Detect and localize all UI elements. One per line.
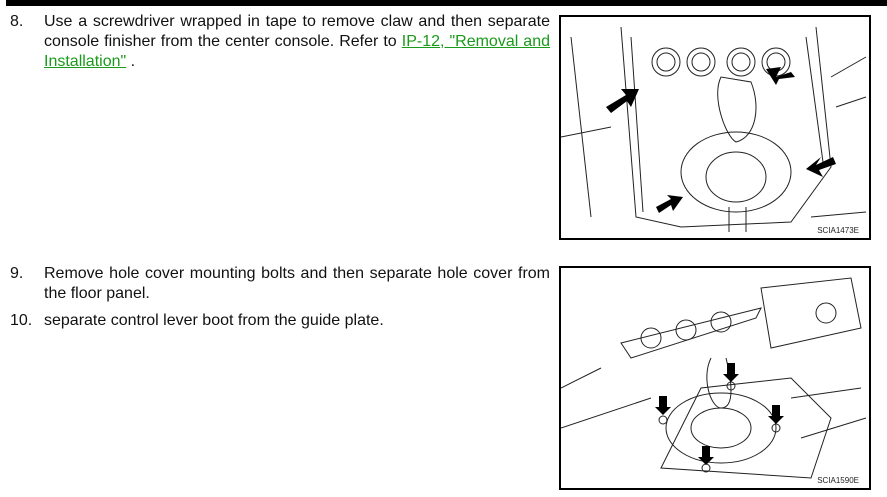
arrow-icons xyxy=(606,67,836,213)
hole-cover-illustration xyxy=(561,277,867,479)
step-9: 9. Remove hole cover mounting bolts and … xyxy=(10,264,550,304)
console-illustration xyxy=(561,26,867,232)
figure-console-finisher: SCIA1473E xyxy=(559,15,871,240)
reference-link[interactable]: IP-12, "Removal and Installation" xyxy=(44,33,551,70)
step-text: Remove hole cover mounting bolts and the… xyxy=(44,265,550,302)
step-number: 10. xyxy=(10,312,33,329)
arrow-icons xyxy=(655,363,784,465)
step-number: 9. xyxy=(10,265,24,282)
step-text: separate control lever boot from the gui… xyxy=(44,312,384,329)
figure-code: SCIA1473E xyxy=(817,226,859,235)
step-number: 8. xyxy=(10,13,24,30)
header-rule xyxy=(6,0,887,6)
figure-hole-cover: SCIA1590E xyxy=(559,266,871,490)
step-text: Use a screwdriver wrapped in tape to rem… xyxy=(44,13,550,50)
step-8: 8. Use a screwdriver wrapped in tape to … xyxy=(10,12,550,72)
step-text-end: . xyxy=(126,53,136,70)
figure-code: SCIA1590E xyxy=(817,476,859,485)
step-10: 10. separate control lever boot from the… xyxy=(10,311,550,331)
